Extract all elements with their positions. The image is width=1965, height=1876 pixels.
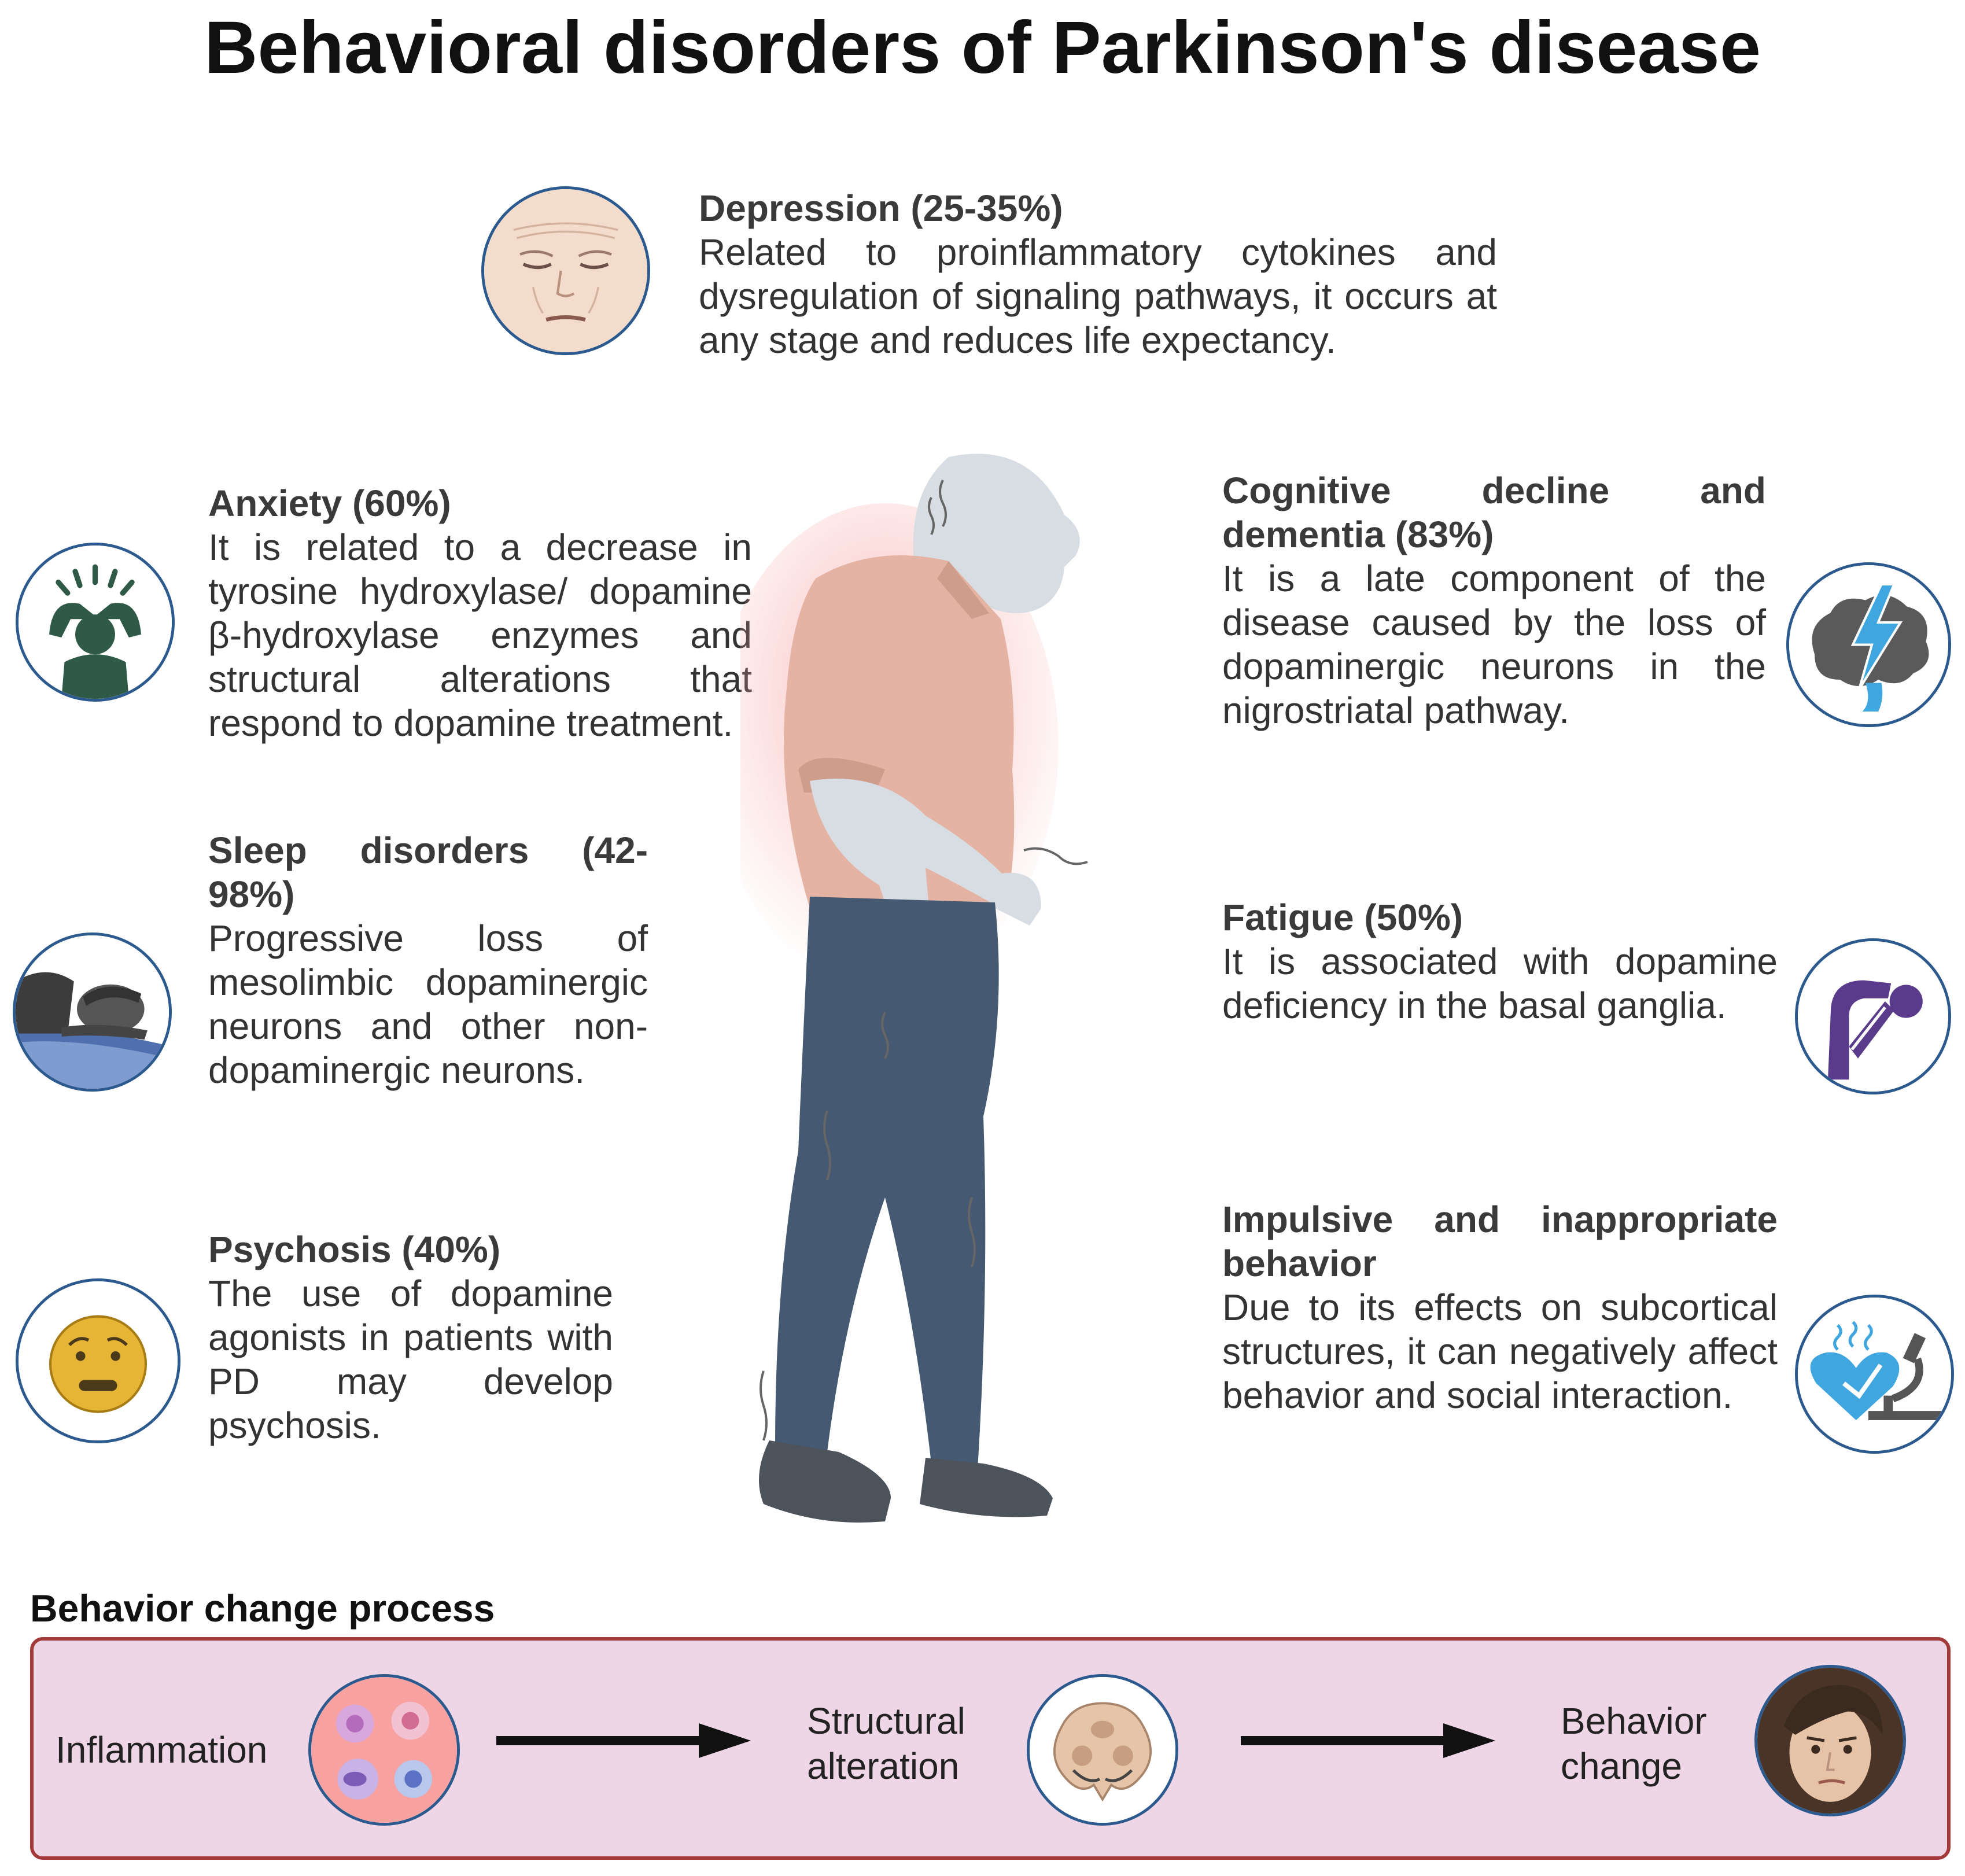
parkinson-patient-figure	[740, 445, 1145, 1556]
cognitive-icon	[1786, 562, 1951, 727]
cognitive-heading: Cognitive decline and dementia (83%)	[1222, 470, 1766, 555]
anxiety-icon	[16, 543, 175, 702]
anxiety-heading: Anxiety (60%)	[208, 482, 451, 524]
sleep-block: Sleep disorders (42-98%) Progressive los…	[208, 828, 648, 1092]
depression-text: Related to proinflammatory cytokines and…	[699, 231, 1497, 361]
process-arrow	[1241, 1723, 1495, 1758]
fatigue-icon	[1795, 938, 1951, 1094]
fatigue-text: It is associated with dopamine deficienc…	[1222, 941, 1778, 1026]
fatigue-block: Fatigue (50%) It is associated with dopa…	[1222, 895, 1778, 1027]
sleep-heading: Sleep disorders (42-98%)	[208, 830, 648, 915]
process-step-label: Structural alteration	[807, 1700, 965, 1787]
process-box: Inflammation Structural alteration	[30, 1637, 1951, 1860]
psychosis-block: Psychosis (40%) The use of dopamine agon…	[208, 1228, 613, 1447]
process-arrow	[496, 1723, 751, 1758]
anxiety-block: Anxiety (60%) It is related to a decreas…	[208, 481, 752, 745]
impulsive-icon	[1795, 1295, 1954, 1454]
depression-block: Depression (25-35%) Related to proinflam…	[699, 186, 1497, 362]
psychosis-heading: Psychosis (40%)	[208, 1229, 501, 1270]
person-face-icon	[1754, 1665, 1906, 1816]
depression-icon	[481, 186, 650, 355]
cognitive-text: It is a late component of the disease ca…	[1222, 558, 1766, 731]
psychosis-icon	[16, 1278, 180, 1443]
page-title: Behavioral disorders of Parkinson's dise…	[204, 6, 1761, 89]
psychosis-text: The use of dopamine agonists in patients…	[208, 1273, 613, 1446]
process-step-label: Behavior change	[1561, 1700, 1707, 1787]
sleep-icon	[13, 933, 172, 1092]
process-step-label: Inflammation	[56, 1729, 268, 1771]
depression-heading: Depression (25-35%)	[699, 187, 1063, 229]
cognitive-block: Cognitive decline and dementia (83%) It …	[1222, 469, 1766, 732]
fatigue-heading: Fatigue (50%)	[1222, 897, 1463, 938]
impulsive-heading: Impulsive and inappropriate behavior	[1222, 1199, 1778, 1284]
process-title: Behavior change process	[30, 1587, 495, 1630]
inflammatory-cells-icon	[308, 1674, 460, 1826]
impulsive-text: Due to its effects on subcortical struct…	[1222, 1287, 1778, 1416]
impulsive-block: Impulsive and inappropriate behavior Due…	[1222, 1197, 1778, 1417]
anxiety-text: It is related to a decrease in tyrosine …	[208, 526, 752, 744]
sleep-text: Progressive loss of mesolimbic dopaminer…	[208, 917, 648, 1091]
brain-section-icon	[1027, 1674, 1178, 1826]
